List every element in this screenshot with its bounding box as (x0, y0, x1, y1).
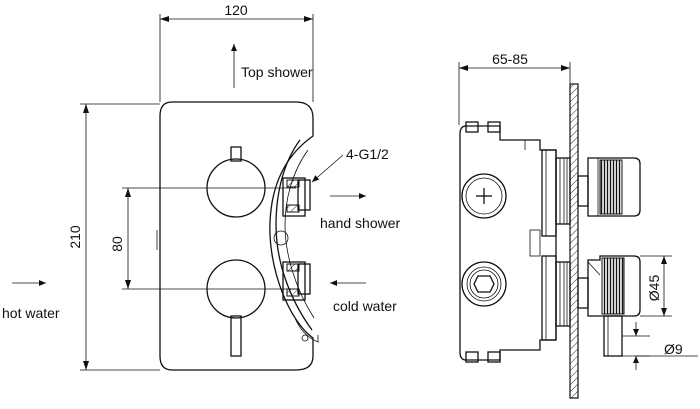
top-shower-label: Top shower (241, 64, 313, 80)
lower-knob (587, 255, 641, 357)
dimension-knob-diameter: Ø45 (640, 255, 672, 317)
cold-water-indicator: cold water (330, 280, 397, 314)
dimension-width-label: 120 (224, 2, 248, 18)
dimension-spacing-label: 80 (109, 236, 125, 252)
valve-body-cutaway (273, 139, 319, 343)
upper-port (461, 173, 507, 219)
dimension-depth-label: 65-85 (492, 51, 528, 67)
dimension-height: 210 (67, 103, 160, 371)
lower-port (461, 261, 507, 307)
hot-water-indicator: hot water (2, 280, 60, 321)
dimension-depth: 65-85 (458, 51, 571, 125)
cover-plate (159, 101, 314, 371)
dimension-spacing: 80 (109, 187, 296, 290)
side-view: 65-85 (458, 51, 698, 399)
dimension-stem-diameter: Ø9 (622, 322, 698, 370)
upper-knob (587, 157, 641, 217)
dimension-stem-diameter-label: Ø9 (664, 341, 683, 357)
wall-plate (569, 83, 579, 399)
cold-water-label: cold water (333, 298, 397, 314)
dimension-knob-diameter-label: Ø45 (646, 275, 662, 302)
hand-shower-label: hand shower (320, 215, 401, 231)
connection-label: 4-G1/2 (346, 146, 389, 162)
hand-shower-indicator: hand shower (320, 193, 401, 231)
dimension-height-label: 210 (67, 225, 83, 249)
hot-water-label: hot water (2, 305, 60, 321)
top-shower-indicator: Top shower (231, 44, 313, 88)
dimension-width: 120 (159, 2, 314, 102)
lower-handle (206, 259, 266, 357)
connection-callout: 4-G1/2 (311, 146, 389, 183)
front-view: 120 210 80 (2, 2, 401, 371)
upper-handle (206, 146, 266, 218)
